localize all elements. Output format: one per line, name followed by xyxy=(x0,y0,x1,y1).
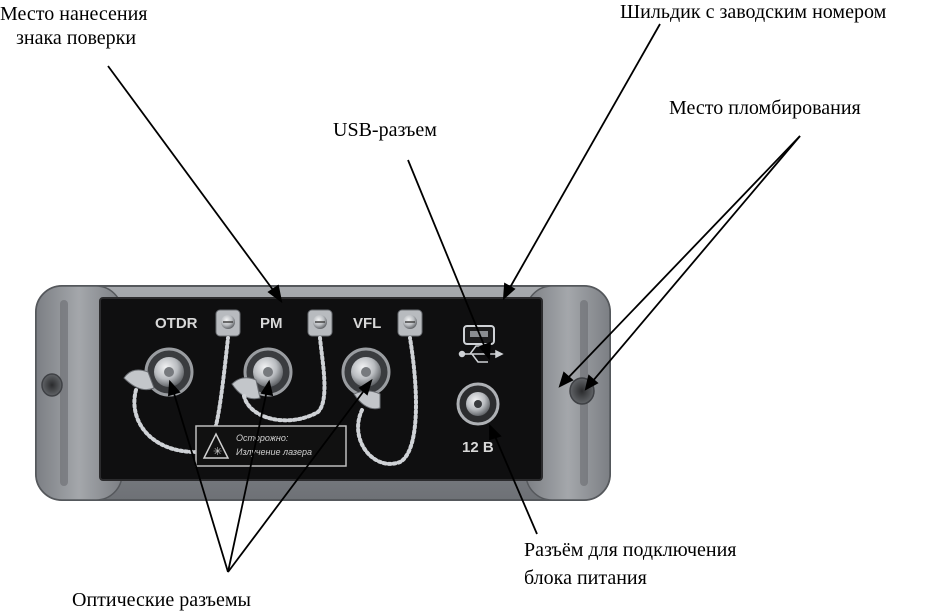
callout-verification-mark: Место нанесения знака поверки xyxy=(0,2,148,50)
dust-cap-otdr xyxy=(123,369,155,391)
bead-chain-pm xyxy=(242,336,327,423)
seal-hole-left xyxy=(41,373,63,397)
svg-text:✳: ✳ xyxy=(213,446,222,458)
bead-chain-vfl xyxy=(356,336,418,466)
arrow-usb xyxy=(407,159,491,361)
power-voltage-label: 12 В xyxy=(462,439,494,456)
vfl-label: VFL xyxy=(353,315,381,332)
callout-verification-mark-line-1: Место нанесения xyxy=(0,3,148,25)
callout-optical-connectors: Оптические разъемы xyxy=(72,588,251,612)
callout-serial-plate-text: Шильдик с заводским номером xyxy=(620,1,887,23)
cap-hinge-pm xyxy=(307,309,333,337)
cap-hinge-otdr xyxy=(215,309,241,337)
callout-serial-plate: Шильдик с заводским номером xyxy=(620,0,886,24)
optical-connector-otdr xyxy=(144,347,194,397)
pointer-lines xyxy=(107,23,801,573)
callout-seal-place: Место пломбирования xyxy=(669,96,861,120)
power-connector xyxy=(456,382,500,426)
arrow-optical-pm xyxy=(227,379,274,573)
callout-power-connector-line-1: Разъём для подключения xyxy=(524,539,737,561)
callout-power-connector: Разъём для подключения блока питания xyxy=(524,538,737,590)
callout-usb-text: USB-разъем xyxy=(333,119,437,141)
optical-connector-vfl xyxy=(341,347,391,397)
laser-warning-line-2: Излучение лазера xyxy=(236,447,312,457)
laser-warning-label: ✳ xyxy=(195,425,347,467)
arrow-seal-right xyxy=(584,135,801,391)
usb-icon xyxy=(458,345,504,363)
callout-verification-mark-line-2: знака поверки xyxy=(16,27,137,49)
arrow-power xyxy=(489,423,538,535)
otdr-label: OTDR xyxy=(155,315,198,332)
arrow-optical-otdr xyxy=(168,379,229,573)
dust-cap-pm xyxy=(231,377,261,400)
cap-hinge-vfl xyxy=(397,309,423,337)
callout-power-connector-line-2: блока питания xyxy=(524,567,647,589)
arrow-verification-mark xyxy=(107,65,283,304)
arrow-serial-plate xyxy=(502,23,661,301)
arrow-optical-vfl xyxy=(227,378,373,573)
laser-warning-line-1: Осторожно: xyxy=(236,433,289,443)
pm-label: PM xyxy=(260,315,283,332)
callout-usb: USB-разъем xyxy=(333,118,437,142)
callout-seal-place-text: Место пломбирования xyxy=(669,97,861,119)
arrow-seal-left xyxy=(558,135,801,388)
callout-optical-connectors-text: Оптические разъемы xyxy=(72,589,251,611)
